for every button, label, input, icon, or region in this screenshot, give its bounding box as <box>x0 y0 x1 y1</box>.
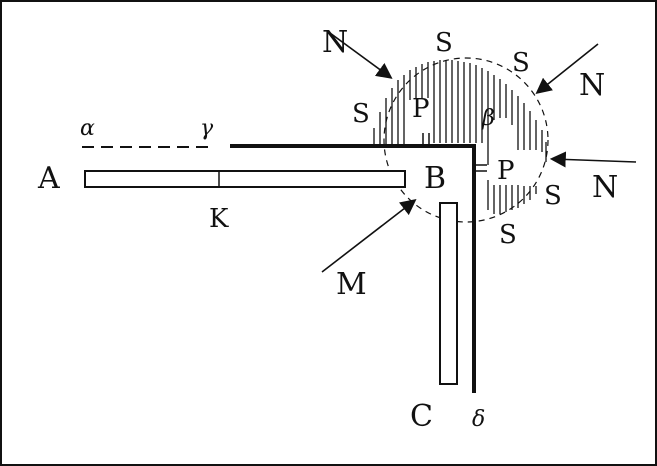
label-a: A <box>37 161 60 196</box>
shaded-region <box>373 60 547 214</box>
pole-mark-right <box>474 164 487 172</box>
label-p-right: P <box>497 156 515 186</box>
horizontal-bar-ab <box>84 170 406 188</box>
label-gamma: γ <box>200 116 214 141</box>
label-n-top-left: N <box>322 25 348 60</box>
label-n-top-right: N <box>579 68 605 103</box>
field-circle-outline <box>383 57 549 223</box>
l-shaped-wire <box>230 144 476 393</box>
label-s-bottom: S <box>499 220 517 250</box>
label-p-top: P <box>412 94 430 124</box>
arrow-n-right <box>549 151 637 168</box>
label-s-left: S <box>352 99 370 129</box>
label-beta: β <box>481 106 495 131</box>
label-m: M <box>336 267 367 302</box>
label-c: C <box>410 399 433 434</box>
vertical-bar-bc <box>439 202 458 385</box>
label-k: K <box>209 204 229 234</box>
arrow-n-top-left <box>329 32 393 79</box>
label-n-right: N <box>592 170 618 205</box>
arrow-m <box>321 199 417 273</box>
label-s-top: S <box>435 28 453 58</box>
label-alpha: α <box>80 116 95 141</box>
pole-mark-top <box>422 133 430 146</box>
label-delta: δ <box>472 407 485 432</box>
label-s-right: S <box>544 181 562 211</box>
label-s-top-right: S <box>512 48 530 78</box>
label-b: B <box>424 161 446 196</box>
arrow-n-top-right <box>535 43 599 94</box>
